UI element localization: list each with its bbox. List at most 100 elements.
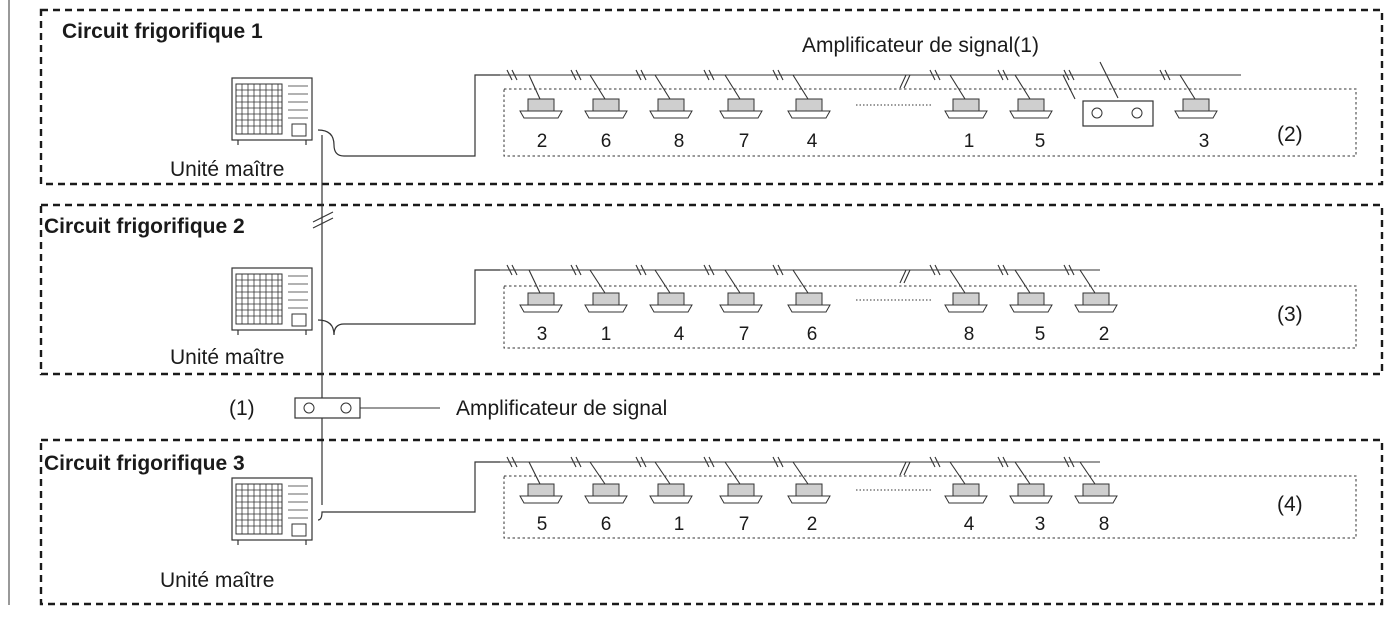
line-break-mark <box>899 269 911 284</box>
inter-circuit-link: (1) Amplificateur de signal <box>229 135 667 505</box>
circuit-1-title: Circuit frigorifique 1 <box>62 20 263 43</box>
indoor-unit <box>519 74 563 119</box>
indoor-unit-address: 4 <box>964 514 975 535</box>
indoor-unit <box>584 74 628 119</box>
line-break-mark <box>997 456 1009 468</box>
line-break-mark <box>929 264 941 276</box>
outdoor-unit-label: Unité maître <box>170 346 284 369</box>
indoor-unit-group <box>503 88 1357 157</box>
indoor-unit-address: 2 <box>1099 324 1110 345</box>
indoor-unit <box>1074 461 1118 504</box>
line-break-mark <box>772 456 784 468</box>
signal-amplifier <box>294 397 361 419</box>
indoor-unit <box>584 461 628 504</box>
line-break-mark <box>1063 264 1075 276</box>
line-break-mark <box>929 69 941 81</box>
indoor-unit-address: 2 <box>537 131 548 152</box>
indoor-unit <box>787 74 831 119</box>
line-break-mark <box>506 264 518 276</box>
indoor-unit <box>719 269 763 313</box>
indoor-unit <box>1009 461 1053 504</box>
indoor-unit-address: 6 <box>601 131 612 152</box>
indoor-unit-address: 8 <box>1099 514 1110 535</box>
amplifier-reference: (1) <box>229 397 255 420</box>
outdoor-to-indoor-wire <box>317 461 500 521</box>
line-break-mark <box>703 264 715 276</box>
indoor-unit <box>787 461 831 504</box>
outdoor-unit <box>231 267 313 335</box>
indoor-unit-address: 3 <box>537 324 548 345</box>
signal-amplifier <box>1062 74 1154 127</box>
indoor-unit <box>944 269 988 313</box>
outdoor-unit-label: Unité maître <box>160 569 274 592</box>
indoor-unit <box>1174 74 1218 119</box>
circuit-1-boundary <box>39 8 1384 186</box>
line-break-mark <box>703 69 715 81</box>
line-break-mark <box>1063 69 1075 81</box>
line-break-mark <box>570 456 582 468</box>
indoor-unit <box>944 461 988 504</box>
outdoor-unit <box>231 77 313 145</box>
indoor-unit <box>649 74 693 119</box>
indoor-unit-address: 1 <box>601 324 612 345</box>
line-break-mark <box>703 456 715 468</box>
indoor-unit <box>519 461 563 504</box>
indoor-unit-address: 6 <box>601 514 612 535</box>
amplifier-callout-label: Amplificateur de signal(1) <box>802 34 1039 57</box>
indoor-unit-address: 3 <box>1199 131 1210 152</box>
indoor-unit <box>649 461 693 504</box>
indoor-unit-address: 6 <box>807 324 818 345</box>
indoor-unit-address: 4 <box>674 324 685 345</box>
indoor-unit <box>649 269 693 313</box>
indoor-unit <box>719 461 763 504</box>
indoor-unit <box>1074 269 1118 313</box>
indoor-unit-address: 7 <box>739 131 750 152</box>
indoor-unit <box>1009 74 1053 119</box>
indoor-unit-address: 7 <box>739 514 750 535</box>
line-break-mark <box>635 456 647 468</box>
indoor-unit-address: 8 <box>964 324 975 345</box>
line-break-mark <box>1063 456 1075 468</box>
line-break-mark <box>635 69 647 81</box>
line-break-mark <box>997 69 1009 81</box>
indoor-unit <box>719 74 763 119</box>
amplifier-label: Amplificateur de signal <box>456 397 667 420</box>
circuit-2-title: Circuit frigorifique 2 <box>44 215 245 238</box>
indoor-unit <box>1009 269 1053 313</box>
indoor-unit-address: 5 <box>1035 324 1046 345</box>
line-break-mark <box>312 211 334 229</box>
indoor-unit-address: 2 <box>807 514 818 535</box>
outdoor-unit <box>231 477 313 545</box>
indoor-unit <box>519 269 563 313</box>
indoor-unit-address: 7 <box>739 324 750 345</box>
circuit-1: Circuit frigorifique 1 Amplificateur de … <box>39 8 1384 186</box>
circuit-2: Circuit frigorifique 2 Unité maître (3) … <box>39 203 1384 376</box>
line-break-mark <box>899 74 911 89</box>
line-break-mark <box>570 264 582 276</box>
line-break-mark <box>1159 69 1171 81</box>
outdoor-to-indoor-wire <box>317 74 500 157</box>
group-reference: (4) <box>1277 493 1303 516</box>
line-break-mark <box>929 456 941 468</box>
indoor-unit <box>584 269 628 313</box>
circuit-3: Circuit frigorifique 3 Unité maître (4) … <box>39 438 1384 606</box>
group-reference: (3) <box>1277 303 1303 326</box>
indoor-unit <box>787 269 831 313</box>
indoor-unit-address: 4 <box>807 131 818 152</box>
line-break-mark <box>570 69 582 81</box>
indoor-unit <box>944 74 988 119</box>
group-reference: (2) <box>1277 123 1303 146</box>
line-break-mark <box>772 264 784 276</box>
outdoor-to-indoor-wire <box>317 269 500 336</box>
line-break-mark <box>997 264 1009 276</box>
indoor-unit-address: 5 <box>1035 131 1046 152</box>
circuit-3-title: Circuit frigorifique 3 <box>44 452 245 475</box>
indoor-unit-group <box>503 285 1357 349</box>
line-break-mark <box>506 456 518 468</box>
amplifier-callout-leader <box>1099 61 1119 99</box>
indoor-unit-address: 1 <box>964 131 975 152</box>
indoor-unit-address: 8 <box>674 131 685 152</box>
outdoor-unit-label: Unité maître <box>170 158 284 181</box>
indoor-unit-address: 5 <box>537 514 548 535</box>
